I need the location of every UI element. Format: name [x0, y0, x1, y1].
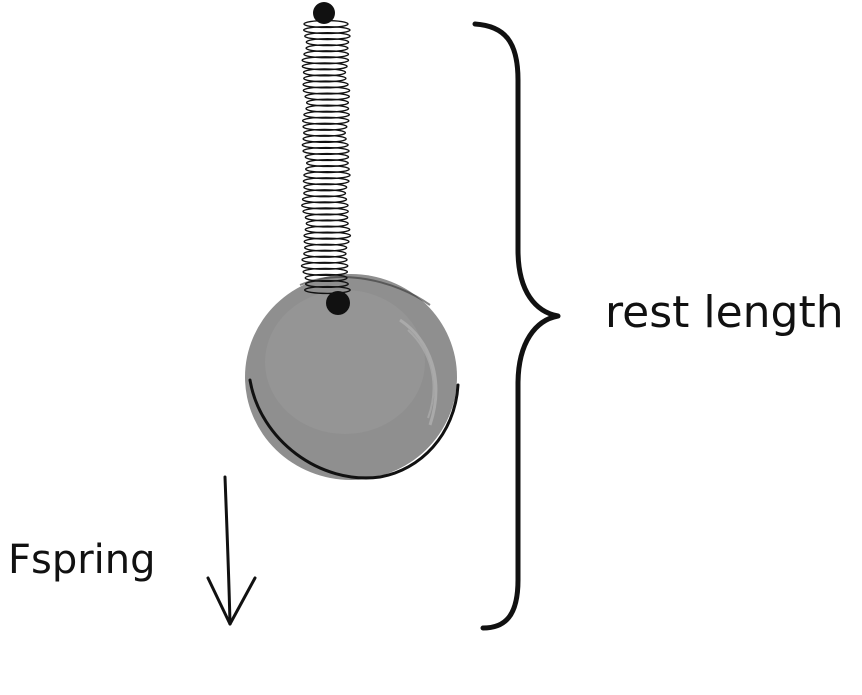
spring-coil	[303, 110, 351, 119]
spring-coil	[302, 134, 347, 143]
spring-coil	[304, 213, 349, 222]
spring-coil	[303, 231, 352, 240]
spring-coil	[304, 225, 351, 234]
spring-coil	[304, 31, 351, 41]
spring-coil	[303, 249, 347, 258]
spring-coil	[301, 56, 350, 65]
spring-coil	[304, 279, 349, 289]
spring-coil	[303, 128, 347, 137]
spring-coil	[302, 25, 351, 35]
rest-length-label: rest length	[605, 287, 844, 338]
down-arrow-icon	[206, 475, 257, 626]
spring-coil	[303, 171, 351, 180]
attachment-point	[326, 291, 350, 315]
spring-coil	[301, 255, 348, 264]
spring-coil	[303, 74, 347, 83]
spring-coil	[302, 68, 347, 77]
spring-coil	[305, 98, 350, 107]
curly-brace	[472, 21, 561, 631]
spring-coil	[303, 243, 348, 252]
spring-coil	[305, 219, 349, 228]
spring-coil	[305, 38, 350, 47]
spring-coil	[302, 267, 349, 276]
spring-coil	[302, 146, 350, 156]
weight-ball	[245, 274, 460, 480]
spring-coil	[305, 164, 350, 174]
spring-coil	[301, 195, 348, 204]
spring-coil	[304, 285, 351, 295]
spring-coil	[301, 140, 349, 150]
spring-coil	[302, 177, 350, 186]
spring-coil	[302, 207, 349, 216]
spring-coil	[303, 237, 350, 246]
spring-coil	[303, 183, 348, 192]
spring-coil	[303, 189, 347, 198]
spring-coil	[302, 86, 351, 95]
spring-coil	[302, 122, 348, 131]
spring-coil	[301, 62, 348, 71]
spring-coil	[304, 273, 348, 283]
spring-coil	[301, 201, 349, 210]
force-label: Fspring	[8, 537, 156, 583]
spring-coil	[305, 44, 349, 53]
spring-coil	[304, 152, 350, 162]
anchor-point	[313, 2, 335, 24]
spring-coil	[304, 92, 351, 101]
coil-spring	[300, 19, 352, 295]
spring-coil	[305, 158, 349, 168]
spring-coil	[303, 50, 350, 59]
spring-coil	[301, 116, 350, 125]
spring-coil	[305, 104, 350, 113]
spring-coil	[300, 261, 349, 270]
spring-coil	[302, 80, 349, 89]
